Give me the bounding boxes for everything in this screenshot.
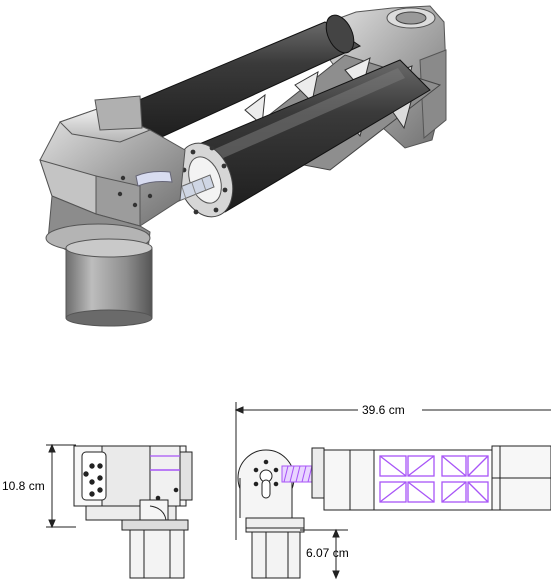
threaded-shaft-drawing — [281, 465, 313, 483]
side-view — [46, 443, 193, 579]
top-view — [234, 402, 551, 580]
offset-label: 6.07 cm — [306, 546, 349, 560]
height-label: 10.8 cm — [2, 479, 45, 493]
base-cylinder — [65, 238, 153, 327]
total-length-label: 39.6 cm — [362, 403, 405, 417]
truss-pattern-drawing — [379, 455, 489, 503]
render-3d — [39, 5, 447, 327]
shoulder-block — [39, 95, 186, 227]
